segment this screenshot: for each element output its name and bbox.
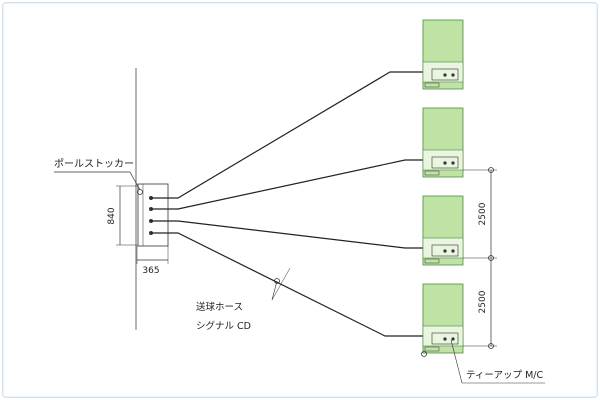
dim-2500-node-top <box>488 167 494 173</box>
tee-up-leader <box>450 339 463 384</box>
tee-up-unit-3 <box>422 195 464 266</box>
hose-line-1 <box>151 71 430 199</box>
dim-840-label: 840 <box>107 207 117 224</box>
dim-2500-upper-label: 2500 <box>478 202 488 225</box>
pole-stocker-leader-tail <box>129 171 141 191</box>
tee-up-unit-4 <box>422 283 464 354</box>
tee-up-unit-1 <box>422 19 464 90</box>
hose-line-4 <box>151 232 430 337</box>
hose-line-3 <box>151 220 430 249</box>
dim-2500-lower-label: 2500 <box>478 290 488 313</box>
signal-cd-label: シグナル CD <box>196 320 251 332</box>
hose-label: 送球ホース <box>196 301 243 313</box>
tee-up-marker <box>421 351 427 357</box>
hose-line-2 <box>151 159 430 210</box>
hose-marker <box>274 278 280 284</box>
dim-2500-node-bottom <box>488 343 494 349</box>
pole-stocker-box <box>137 183 169 247</box>
hose-leader-tick <box>271 267 291 301</box>
dim-2500-node-mid <box>488 255 494 261</box>
pole-stocker-label: ポールストッカー <box>54 158 134 170</box>
dim-365-label: 365 <box>142 266 159 276</box>
tee-up-label: ティーアップ M/C <box>466 370 543 381</box>
hose-leader <box>271 280 278 301</box>
tee-up-unit-2 <box>422 107 464 178</box>
